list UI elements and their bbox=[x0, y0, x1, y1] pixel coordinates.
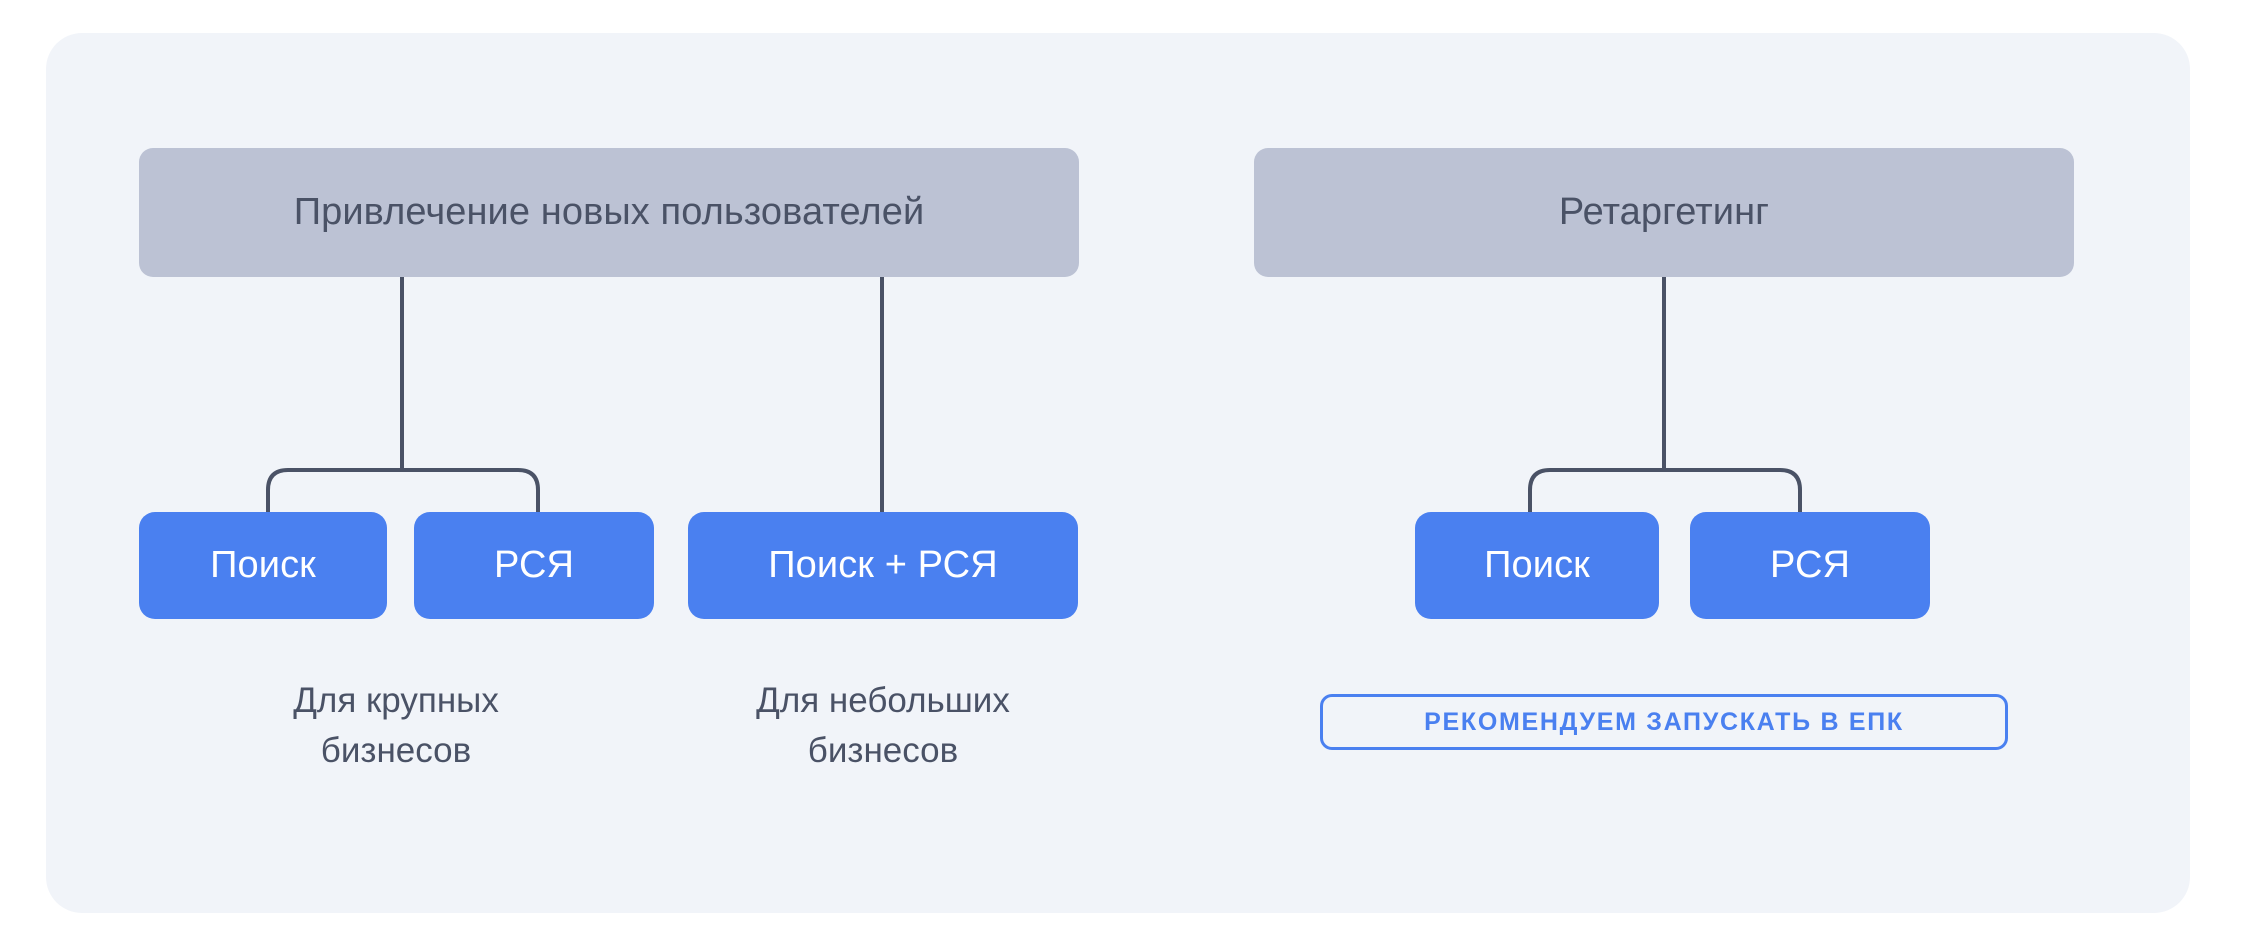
badge-recommendation-epk-label: РЕКОМЕНДУЕМ ЗАПУСКАТЬ В ЕПК bbox=[1424, 707, 1904, 736]
leaf-box-acquisition-search-plus-rsya[interactable]: Поиск + РСЯ bbox=[688, 512, 1078, 619]
caption-large-business: Для крупных бизнесов bbox=[293, 681, 499, 770]
header-box-acquisition[interactable]: Привлечение новых пользователей bbox=[139, 148, 1079, 277]
header-box-acquisition-label: Привлечение новых пользователей bbox=[293, 191, 925, 233]
leaf-box-acquisition-search-label: Поиск bbox=[210, 544, 316, 586]
leaf-box-retargeting-search-label: Поиск bbox=[1484, 544, 1590, 586]
leaf-box-acquisition-search[interactable]: Поиск bbox=[139, 512, 387, 619]
leaf-box-acquisition-search-plus-rsya-label: Поиск + РСЯ bbox=[768, 544, 998, 586]
leaf-box-acquisition-rsya-label: РСЯ bbox=[493, 544, 575, 586]
leaf-box-retargeting-rsya-label: РСЯ bbox=[1769, 544, 1851, 586]
caption-small-business: Для небольших бизнесов bbox=[756, 681, 1010, 770]
header-box-retargeting[interactable]: Ретаргетинг bbox=[1254, 148, 2074, 277]
badge-recommendation-epk[interactable]: РЕКОМЕНДУЕМ ЗАПУСКАТЬ В ЕПК bbox=[1320, 694, 2008, 750]
leaf-box-retargeting-rsya[interactable]: РСЯ bbox=[1690, 512, 1930, 619]
leaf-box-retargeting-search[interactable]: Поиск bbox=[1415, 512, 1659, 619]
leaf-box-acquisition-rsya[interactable]: РСЯ bbox=[414, 512, 654, 619]
header-box-retargeting-label: Ретаргетинг bbox=[1558, 191, 1770, 233]
